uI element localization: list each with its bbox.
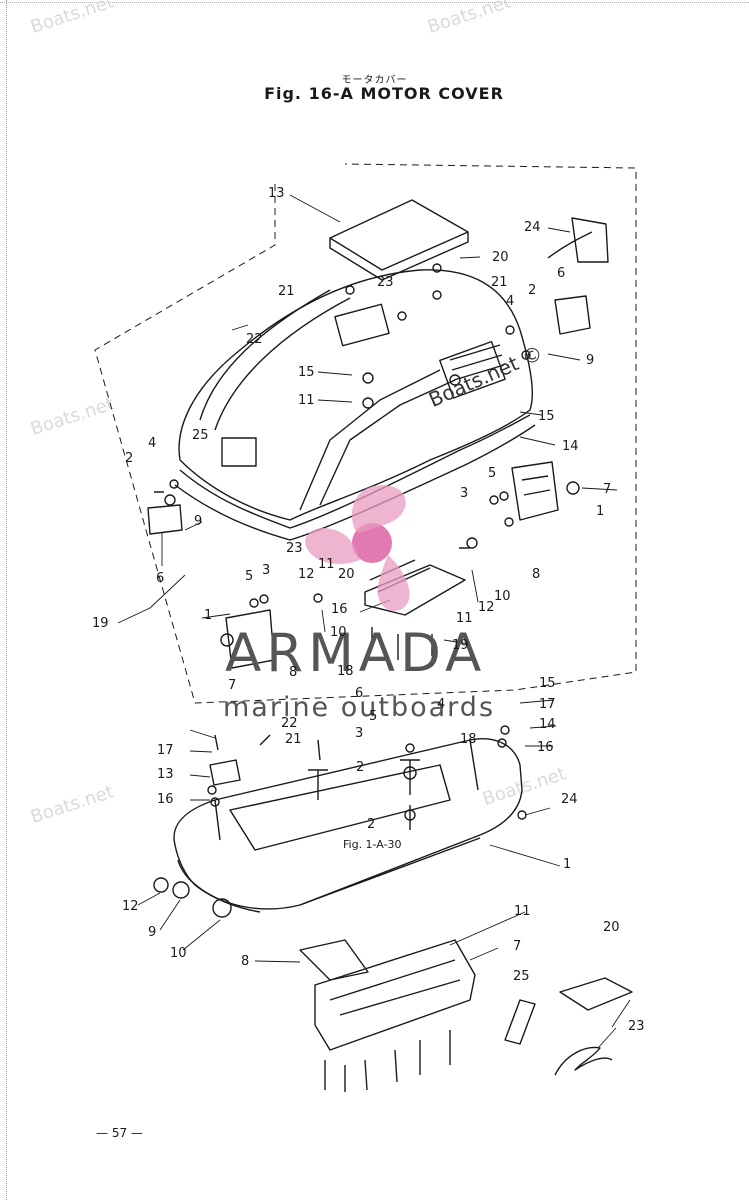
callout-label: 17 (157, 743, 174, 758)
brand-watermark: ARMADA (225, 623, 487, 684)
callout-label: 17 (539, 697, 556, 712)
callout-label: 1 (563, 857, 572, 872)
callout-label: 6 (355, 686, 364, 701)
callout-label: 8 (289, 665, 298, 680)
callout-label: 9 (586, 353, 595, 368)
callout-label: 4 (148, 436, 157, 451)
callout-label: 8 (241, 954, 250, 969)
callout-label: 16 (157, 792, 174, 807)
callout-label: 12 (298, 567, 315, 582)
callout-label: 1 (204, 608, 213, 623)
callout-label: 5 (245, 569, 254, 584)
callout-label: 23 (377, 275, 394, 290)
callout-label: 3 (355, 726, 364, 741)
callout-label: 24 (524, 220, 541, 235)
left-margin-line (6, 0, 7, 1200)
callout-label: 23 (286, 541, 303, 556)
callout-label: 2 (528, 283, 537, 298)
callout-label: 15 (538, 409, 555, 424)
callout-label: 7 (603, 482, 612, 497)
callout-label: 4 (506, 294, 515, 309)
title-japanese: モータカバー (341, 75, 408, 86)
callout-label: 4 (437, 697, 446, 712)
callout-label: 14 (539, 717, 556, 732)
callout-label: 20 (492, 250, 509, 265)
logo-propeller-icon (305, 485, 410, 611)
callout-label: 10 (330, 625, 347, 640)
callout-label: 13 (157, 767, 174, 782)
callout-label: 3 (262, 563, 271, 578)
callout-label: 22 (246, 332, 263, 347)
callout-label: 8 (532, 567, 541, 582)
callout-label: 13 (268, 186, 285, 201)
callout-label: 7 (228, 678, 237, 693)
callout-label: 22 (281, 716, 298, 731)
callout-label: 3 (460, 486, 469, 501)
callout-label: 23 (628, 1019, 645, 1034)
callout-label: 18 (460, 732, 477, 747)
callout-label: 21 (491, 275, 508, 290)
callout-label: 20 (338, 567, 355, 582)
callout-label: 24 (561, 792, 578, 807)
callout-label: 5 (488, 466, 497, 481)
callout-label: 15 (298, 365, 315, 380)
callout-label: 9 (194, 514, 203, 529)
callout-label: 25 (513, 969, 530, 984)
callout-label: 18 (337, 664, 354, 679)
callout-label: 16 (331, 602, 348, 617)
callout-label: 6 (557, 266, 566, 281)
callout-label: 2 (356, 760, 365, 775)
callout-label: 12 (122, 899, 139, 914)
page-title: Fig. 16-A MOTOR COVER (264, 84, 504, 103)
callout-label: 19 (452, 638, 469, 653)
callout-label: 11 (456, 611, 473, 626)
callout-label: 5 (369, 709, 378, 724)
callout-label: 12 (478, 600, 495, 615)
callout-label: 10 (170, 946, 187, 961)
callout-label: 25 (192, 428, 209, 443)
callout-label: 11 (298, 393, 315, 408)
callout-label: 16 (537, 740, 554, 755)
callout-label: 14 (562, 439, 579, 454)
callout-label: 19 (92, 616, 109, 631)
callout-label: 7 (513, 939, 522, 954)
callout-label: 11 (318, 557, 335, 572)
callout-label: 10 (494, 589, 511, 604)
callout-label: 6 (156, 571, 165, 586)
callout-label: 15 (539, 676, 556, 691)
callout-label: 21 (285, 732, 302, 747)
callout-label: 9 (148, 925, 157, 940)
callout-label: 2 (125, 451, 134, 466)
callout-label: 1 (596, 504, 605, 519)
callout-label: 2 (367, 817, 376, 832)
cross-reference-label: Fig. 1-A-30 (343, 838, 402, 851)
callout-label: 20 (603, 920, 620, 935)
page-number: — 57 — (96, 1126, 143, 1140)
top-border (0, 2, 749, 3)
callout-label: 11 (514, 904, 531, 919)
brand-watermark-subtitle: marine outboards (223, 692, 496, 723)
callout-label: 21 (278, 284, 295, 299)
